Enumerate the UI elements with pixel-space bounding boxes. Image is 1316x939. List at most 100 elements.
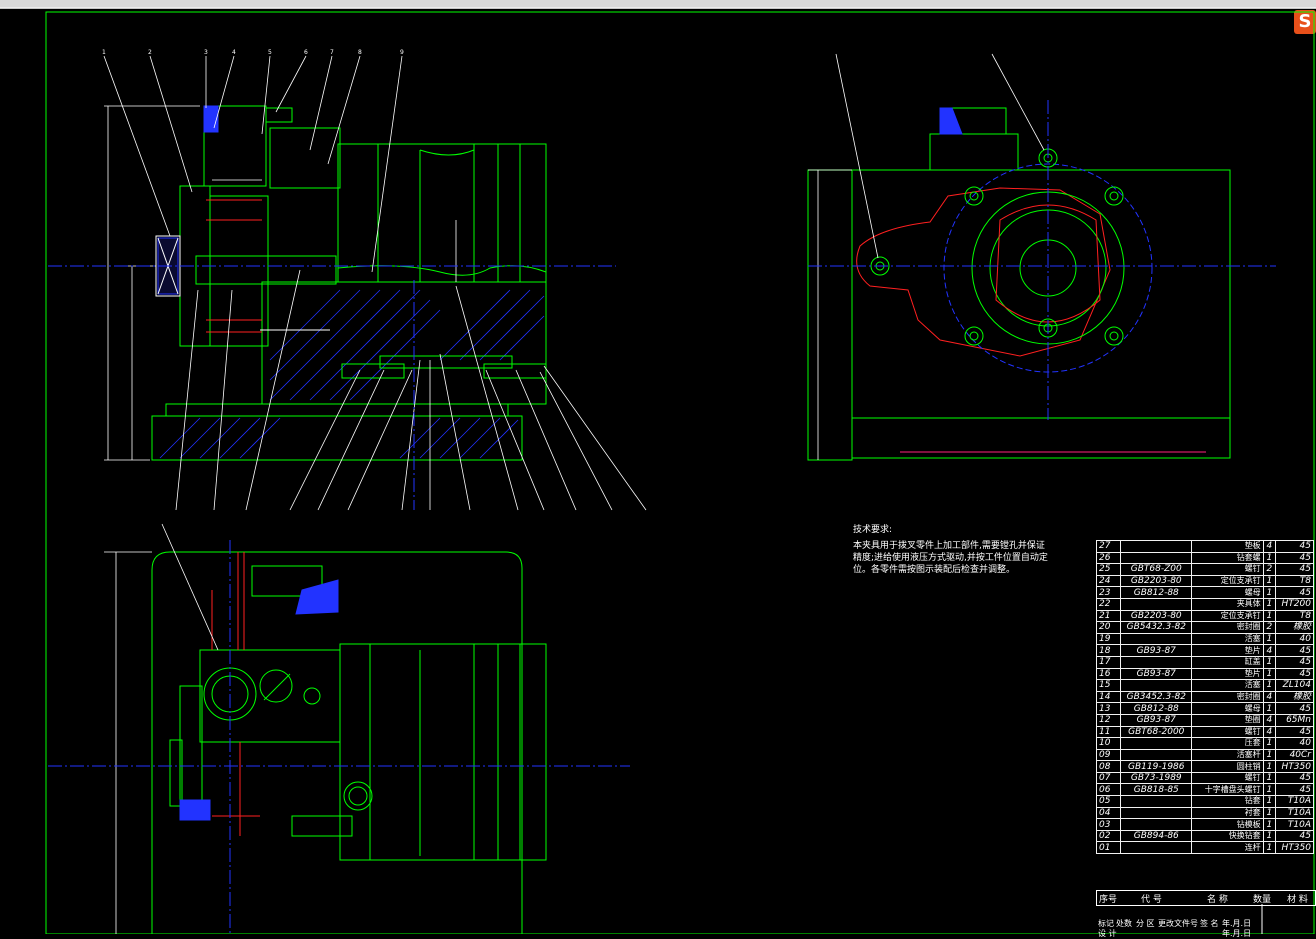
bom-cell-no: 17 (1095, 655, 1122, 669)
bom-cell-mat: T10A (1275, 806, 1314, 820)
bom-cell-code (1120, 818, 1193, 831)
bom-cell-mat: 45 (1275, 702, 1314, 715)
bom-cell-name: 垫圈 (1191, 713, 1264, 727)
bom-cell-code: GBT68-2000 (1120, 725, 1193, 739)
bom-cell-mat: T10A (1275, 795, 1314, 808)
bom-cell-mat: 45 (1275, 771, 1314, 785)
bom-cell-no: 06 (1095, 783, 1122, 797)
bom-cell-name: 快换钻套 (1191, 829, 1264, 843)
tb-label: 更改文件号 (1158, 919, 1198, 928)
side-view (807, 53, 1276, 461)
tb-label: 分 区 (1136, 919, 1155, 928)
bom-cell-no: 10 (1095, 737, 1122, 750)
bom-cell-qty: 4 (1262, 540, 1277, 553)
bom-cell-no: 25 (1095, 563, 1122, 576)
bom-cell-name: 十字槽盘头螺钉 (1191, 783, 1264, 797)
bom-cell-no: 18 (1095, 644, 1122, 657)
balloon-label: 4 (232, 49, 236, 56)
bom-cell-mat: 45 (1275, 540, 1314, 553)
tb-label: 标记 (1098, 919, 1114, 928)
bom-cell-qty: 4 (1262, 690, 1277, 704)
bom-cell-name: 夹具体 (1191, 597, 1264, 611)
bom-cell-code: GB93-87 (1120, 667, 1193, 681)
tb-label: 年.月.日 (1222, 919, 1252, 928)
bom-cell-code (1120, 679, 1193, 692)
bom-cell-no: 26 (1095, 551, 1122, 565)
bom-cell-qty: 1 (1262, 783, 1277, 797)
technical-notes: 技术要求: 本夹具用于拨叉零件上加工部件,需要镗孔并保证精度;进给使用液压方式驱… (853, 524, 1049, 576)
bom-cell-mat: 40 (1275, 632, 1314, 646)
bom-cell-mat: HT200 (1275, 597, 1314, 611)
bom-cell-name: 缸盖 (1191, 655, 1264, 669)
bom-cell-code: GB93-87 (1120, 713, 1193, 727)
bom-cell-mat: 40 (1275, 737, 1314, 750)
bom-cell-code (1120, 632, 1193, 646)
bom-cell-code: GB2203-80 (1120, 609, 1193, 623)
bom-cell-no: 24 (1095, 574, 1122, 588)
bom-cell-mat: 45 (1275, 725, 1314, 739)
bom-cell-qty: 1 (1262, 551, 1277, 565)
bom-cell-no: 05 (1095, 795, 1122, 808)
bom-cell-code (1120, 737, 1193, 750)
bom-cell-code: GB2203-80 (1120, 574, 1193, 588)
bom-cell-qty: 1 (1262, 679, 1277, 692)
bom-cell-code (1120, 655, 1193, 669)
bom-cell-name: 垫片 (1191, 644, 1264, 657)
bom-cell-name: 螺母 (1191, 586, 1264, 599)
bom-cell-no: 08 (1095, 760, 1122, 773)
notes-title: 技术要求: (853, 525, 893, 535)
bom-cell-qty: 1 (1262, 829, 1277, 843)
bom-cell-name: 圆柱销 (1191, 760, 1264, 773)
bom-cell-mat: T10A (1275, 818, 1314, 831)
bom-cell-mat: 65Mn (1275, 713, 1314, 727)
bom-cell-no: 16 (1095, 667, 1122, 681)
balloon-label: 2 (148, 49, 152, 56)
bom-cell-mat: 45 (1275, 551, 1314, 565)
bom-cell-mat: 橡胶 (1275, 690, 1314, 704)
bom-cell-qty: 1 (1262, 737, 1277, 750)
bom-cell-mat: HT350 (1275, 841, 1314, 855)
bom-cell-code (1120, 841, 1193, 855)
balloon-label: 3 (204, 49, 208, 56)
bom-cell-name: 螺钉 (1191, 725, 1264, 739)
bom-cell-no: 21 (1095, 609, 1122, 623)
bom-cell-qty: 1 (1262, 818, 1277, 831)
bom-cell-no: 11 (1095, 725, 1122, 739)
bom-cell-name: 钻套 (1191, 795, 1264, 808)
app-logo-icon[interactable]: S (1294, 10, 1316, 34)
bom-cell-mat: 45 (1275, 644, 1314, 657)
bom-cell-mat: 橡胶 (1275, 621, 1314, 634)
bom-cell-name: 钻模板 (1191, 818, 1264, 831)
front-section-view (48, 55, 647, 511)
bom-cell-qty: 1 (1262, 609, 1277, 623)
bom-cell-mat: 45 (1275, 667, 1314, 681)
bom-header-no: 序号 (1099, 895, 1118, 905)
balloon-label: 1 (102, 49, 106, 56)
bom-cell-mat: ZL104 (1275, 679, 1314, 692)
bom-cell-name: 活塞 (1191, 679, 1264, 692)
bom-cell-mat: 45 (1275, 783, 1314, 797)
bom-cell-mat: 45 (1275, 586, 1314, 599)
top-view (48, 523, 630, 934)
bom-cell-code: GB818-85 (1120, 783, 1193, 797)
drawing-border (45, 11, 1315, 934)
tb-label: 签 名 (1200, 919, 1219, 928)
bom-cell-qty: 1 (1262, 632, 1277, 646)
